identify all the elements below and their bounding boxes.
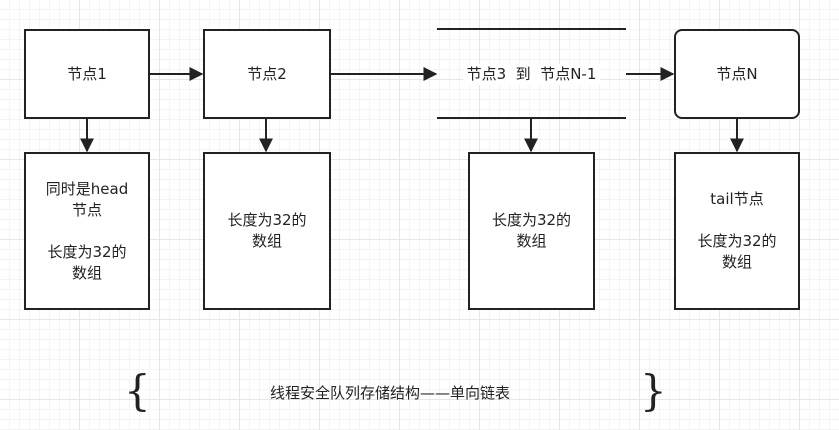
- node-n: 节点N: [674, 29, 800, 119]
- node-n-label: 节点N: [716, 64, 758, 83]
- right-brace: }: [640, 366, 667, 415]
- node-2: 节点2: [203, 29, 331, 119]
- array-box-n: tail节点 长度为32的 数组: [674, 152, 800, 310]
- node-3-to-n-minus-1: 节点3 到 节点N-1: [437, 29, 626, 119]
- array-box-2: 长度为32的 数组: [203, 152, 331, 310]
- node-1-label: 节点1: [67, 64, 107, 83]
- array-1-label: 同时是head 节点 长度为32的 数组: [45, 179, 129, 282]
- node-3-label: 节点3 到 节点N-1: [462, 63, 601, 85]
- array-3-label: 长度为32的 数组: [491, 211, 572, 250]
- left-brace: {: [124, 366, 151, 415]
- array-2-label: 长度为32的 数组: [227, 211, 307, 250]
- array-box-1: 同时是head 节点 长度为32的 数组: [24, 152, 150, 310]
- array-n-label: tail节点 长度为32的 数组: [697, 190, 777, 271]
- diagram-caption: 线程安全队列存储结构——单向链表: [269, 384, 510, 402]
- node-2-label: 节点2: [247, 64, 287, 83]
- array-box-3: 长度为32的 数组: [468, 152, 595, 310]
- node-1: 节点1: [24, 29, 150, 119]
